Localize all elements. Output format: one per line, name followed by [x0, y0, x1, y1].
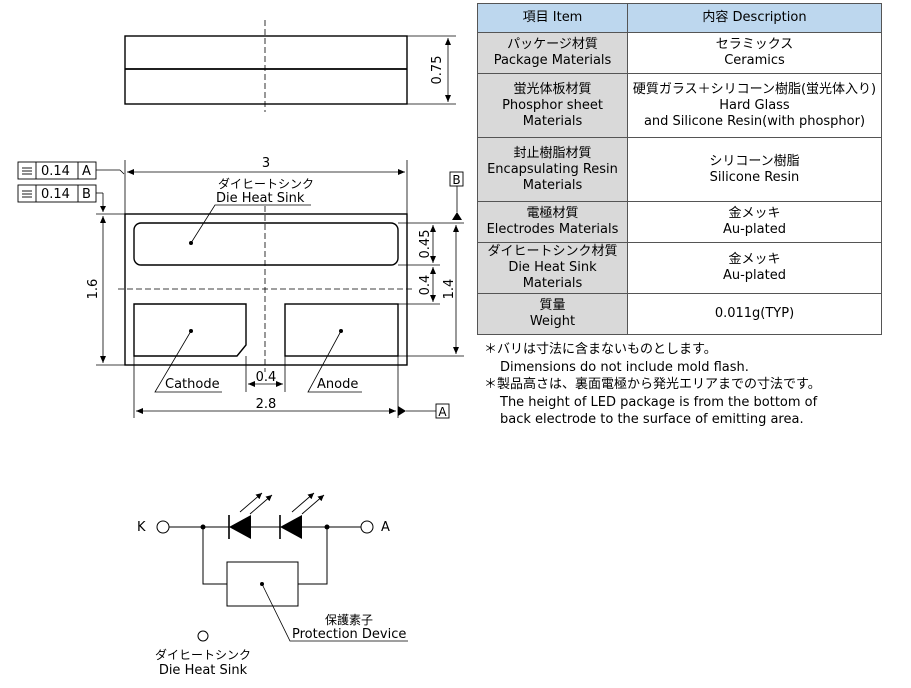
heat-sink-label-jp: ダイヒートシンク — [218, 176, 314, 191]
note2-jp: ＊製品高さは、裏面電極から発光エリアまでの寸法です。 — [484, 377, 821, 392]
table-row: 質量 Weight 0.011g(TYP) — [477, 293, 882, 335]
svg-text:0.14: 0.14 — [41, 164, 70, 179]
circuit-heat-sink-en: Die Heat Sink — [159, 663, 248, 678]
anode-pad — [284, 303, 399, 357]
circuit-diagram: K A 保護素子 Protection Device ダイヒートシ — [137, 492, 408, 678]
svg-text:A: A — [82, 164, 91, 179]
led-2 — [279, 492, 325, 539]
dim-heat-sink-height-label: 0.45 — [418, 230, 433, 259]
protection-label-en: Protection Device — [292, 627, 406, 642]
row-label: 電極材質 Electrodes Materials — [477, 201, 628, 243]
terminal-a-label: A — [381, 520, 390, 535]
dim-height-label: 0.75 — [430, 56, 445, 85]
row-value: 金メッキ Au-plated — [627, 201, 882, 243]
tolerance-frame-a: 0.14 A — [17, 161, 125, 180]
table-row: 電極材質 Electrodes Materials 金メッキ Au-plated — [477, 201, 882, 243]
dim-width-label: 3 — [262, 156, 270, 171]
header-description: 内容 Description — [627, 3, 882, 33]
note2-en-line2: back electrode to the surface of emittin… — [500, 412, 804, 427]
table-row: 蛍光体板材質 Phosphor sheet Materials 硬質ガラス＋シリ… — [477, 73, 882, 138]
svg-text:B: B — [82, 187, 91, 202]
heat-sink-terminal — [197, 630, 209, 642]
header-item: 項目 Item — [477, 3, 628, 33]
cathode-pad — [133, 303, 247, 357]
table-row: 封止樹脂材質 Encapsulating Resin Materials シリコ… — [477, 137, 882, 202]
anode-label: Anode — [317, 377, 358, 392]
note2-en-line1: The height of LED package is from the bo… — [500, 394, 818, 410]
datum-a: A — [438, 405, 447, 419]
dim-inner-height-label: 1.4 — [442, 279, 457, 300]
dim-inner-width-label: 2.8 — [256, 397, 277, 412]
table-header-row: 項目 Item 内容 Description — [477, 3, 882, 33]
terminal-k-label: K — [137, 520, 146, 535]
side-view: 0.75 — [124, 20, 456, 112]
note1-en: Dimensions do not include mold flash. — [500, 359, 749, 375]
terminal-k — [156, 520, 170, 534]
row-label: 質量 Weight — [477, 293, 628, 335]
circuit-heat-sink-jp: ダイヒートシンク — [155, 647, 251, 662]
row-value: セラミックス Ceramics — [627, 32, 882, 74]
row-label: ダイヒートシンク材質 Die Heat Sink Materials — [477, 242, 628, 294]
row-value: 金メッキ Au-plated — [627, 242, 882, 294]
row-label: パッケージ材質 Package Materials — [477, 32, 628, 74]
svg-text:0.14: 0.14 — [41, 187, 70, 202]
dim-gap-horizontal-label: 0.4 — [256, 370, 277, 385]
die-heat-sink-pad — [133, 222, 399, 266]
datum-b: B — [452, 173, 460, 187]
led-1 — [228, 492, 273, 539]
protection-label-jp: 保護素子 — [325, 612, 373, 627]
row-value: シリコーン樹脂 Silicone Resin — [627, 137, 882, 202]
package-outline — [124, 213, 408, 366]
note1-jp: ＊バリは寸法に含まないものとします。 — [484, 342, 717, 357]
protection-device-box — [226, 561, 299, 607]
tolerance-frame-b: 0.14 B — [17, 184, 106, 212]
row-label: 封止樹脂材質 Encapsulating Resin Materials — [477, 137, 628, 202]
table-row: パッケージ材質 Package Materials セラミックス Ceramic… — [477, 32, 882, 74]
row-value: 0.011g(TYP) — [627, 293, 882, 335]
heat-sink-label-en: Die Heat Sink — [216, 191, 305, 206]
dim-gap-vertical-label: 0.4 — [418, 275, 433, 296]
specification-table: 項目 Item 内容 Description パッケージ材質 Package M… — [477, 3, 882, 335]
row-label: 蛍光体板材質 Phosphor sheet Materials — [477, 73, 628, 138]
table-row: ダイヒートシンク材質 Die Heat Sink Materials 金メッキ … — [477, 242, 882, 294]
top-view: 3 ダイヒートシンク Die Heat Sink 1.6 1.4 0.45 0.… — [17, 156, 464, 419]
cathode-label: Cathode — [165, 377, 220, 392]
terminal-a — [360, 520, 374, 534]
dim-overall-height-label: 1.6 — [86, 279, 101, 300]
notes: ＊バリは寸法に含まないものとします。 Dimensions do not inc… — [484, 341, 821, 429]
row-value: 硬質ガラス＋シリコーン樹脂(蛍光体入り) Hard Glass and Sili… — [627, 73, 882, 138]
